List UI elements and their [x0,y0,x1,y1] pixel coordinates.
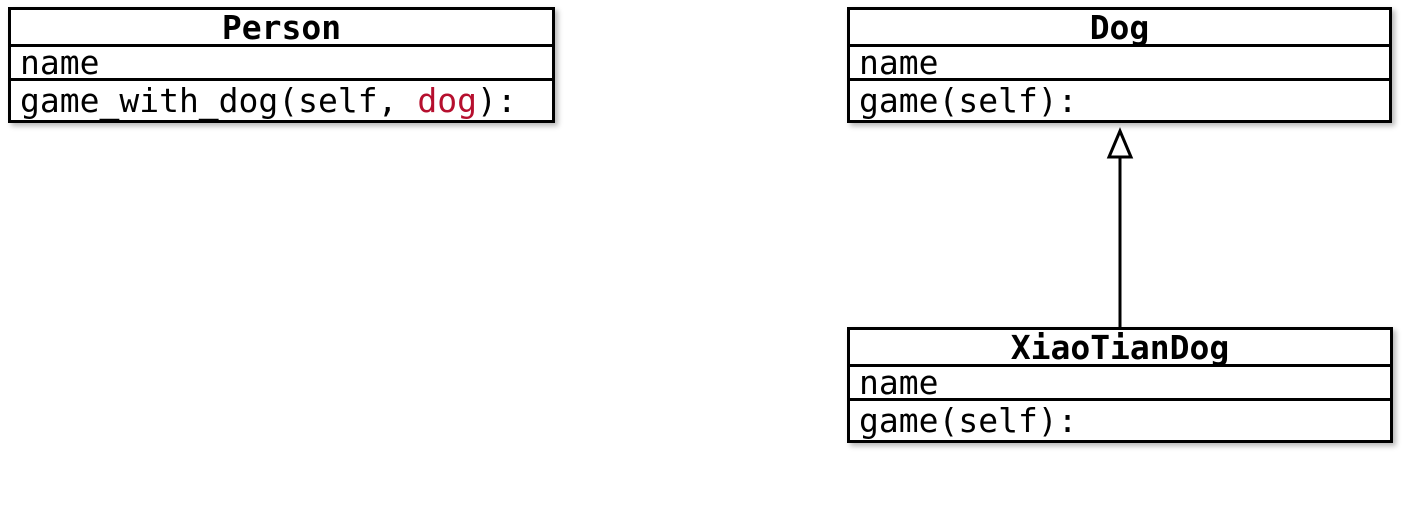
class-box-dog: Dog name game(self): [847,7,1392,123]
class-box-xiaotiandog: XiaoTianDog name game(self): [847,327,1393,443]
class-attribute-dog-name: name [850,43,1389,82]
method-param-dog: dog [417,81,477,120]
class-method-person: game_with_dog(self, dog): [11,78,552,120]
class-title-xiaotiandog: XiaoTianDog [1010,327,1230,367]
class-title-dog: Dog [1089,7,1150,47]
class-method-xiaotiandog: game(self): [850,398,1390,440]
hollow-triangle-arrowhead [1106,127,1134,159]
class-method-dog: game(self): [850,78,1389,120]
class-box-person: Person name game_with_dog(self, dog): [8,7,555,123]
class-attribute-xiaotiandog-name: name [850,363,1390,402]
method-text-post: ): [476,81,517,120]
class-attribute-person-name: name [11,43,552,82]
method-text-pre: game_with_dog(self, [20,81,418,120]
class-title-person: Person [221,7,342,47]
